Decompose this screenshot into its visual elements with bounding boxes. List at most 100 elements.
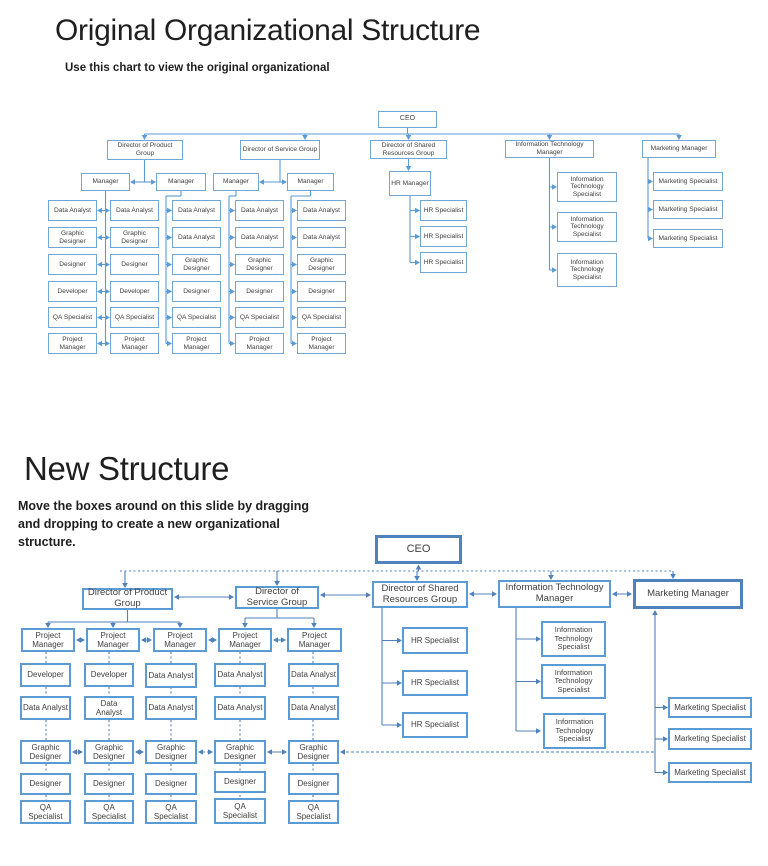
- new-director-box-director-of-service-group[interactable]: Director of Service Group: [235, 586, 319, 609]
- orig-hr-specialist-box-1: HR Specialist: [420, 200, 467, 221]
- new-box-project-manager-c4[interactable]: Project Manager: [218, 628, 272, 652]
- orig-box-project-manager-c3: Project Manager: [172, 333, 221, 354]
- orig-box-qa-specialist-c4: QA Specialist: [235, 307, 284, 328]
- new-box-designer-c1[interactable]: Designer: [20, 773, 71, 795]
- new-box-project-manager-c5[interactable]: Project Manager: [287, 628, 342, 652]
- new-box-data-analyst-c5[interactable]: Data Analyst: [288, 696, 339, 720]
- new-box-graphic-designer-c2[interactable]: Graphic Designer: [84, 740, 134, 764]
- new-ceo-box[interactable]: CEO: [375, 535, 462, 564]
- new-box-designer-c2[interactable]: Designer: [84, 773, 134, 795]
- new-marketing-specialist-box-2[interactable]: Marketing Specialist: [668, 728, 752, 750]
- orig-director-box-director-of-shared-resources-group: Director of Shared Resources Group: [370, 140, 447, 159]
- new-hr-specialist-box-3[interactable]: HR Specialist: [402, 712, 468, 738]
- orig-box-designer-c5: Designer: [297, 281, 346, 302]
- new-marketing-specialist-box-1[interactable]: Marketing Specialist: [668, 697, 752, 718]
- new-it-specialist-box-1[interactable]: Information Technology Specialist: [541, 621, 606, 657]
- orig-manager-box-1: Manager: [81, 173, 130, 191]
- orig-director-box-information-technology-manager: Information Technology Manager: [505, 140, 594, 158]
- orig-box-designer-c3: Designer: [172, 281, 221, 302]
- new-box-developer-c2[interactable]: Developer: [84, 663, 134, 687]
- new-box-qa-specialist-c1[interactable]: QA Specialist: [20, 800, 71, 824]
- orig-box-developer-c1: Developer: [48, 281, 97, 302]
- orig-box-graphic-designer-c1: Graphic Designer: [48, 227, 97, 248]
- orig-box-project-manager-c5: Project Manager: [297, 333, 346, 354]
- new-director-box-director-of-product-group[interactable]: Director of Product Group: [82, 587, 173, 610]
- orig-marketing-specialist-box-1: Marketing Specialist: [653, 172, 723, 191]
- orig-it-specialist-box-1: Information Technology Specialist: [557, 172, 617, 202]
- orig-it-specialist-box-3: Information Technology Specialist: [557, 253, 617, 287]
- new-box-data-analyst-c3[interactable]: Data Analyst: [145, 696, 197, 720]
- new-title: New Structure: [24, 450, 230, 487]
- orig-box-project-manager-c2: Project Manager: [110, 333, 159, 354]
- original-title: Original Organizational Structure: [55, 14, 481, 47]
- new-box-data-analyst-c4[interactable]: Data Analyst: [214, 696, 266, 720]
- orig-box-designer-c2: Designer: [110, 254, 159, 275]
- new-box-data-analyst-c4[interactable]: Data Analyst: [214, 663, 266, 687]
- new-box-data-analyst-c3[interactable]: Data Analyst: [145, 663, 197, 688]
- orig-box-graphic-designer-c3: Graphic Designer: [172, 254, 221, 275]
- new-hr-specialist-box-1[interactable]: HR Specialist: [402, 627, 468, 654]
- orig-box-data-analyst-c5: Data Analyst: [297, 227, 346, 248]
- orig-manager-box-3: Manager: [213, 173, 259, 191]
- new-box-data-analyst-c2[interactable]: Data Analyst: [84, 696, 134, 720]
- new-box-graphic-designer-c3[interactable]: Graphic Designer: [145, 740, 197, 764]
- orig-box-data-analyst-c1: Data Analyst: [48, 200, 97, 221]
- orig-box-developer-c2: Developer: [110, 281, 159, 302]
- new-box-developer-c1[interactable]: Developer: [20, 663, 71, 687]
- orig-box-data-analyst-c5: Data Analyst: [297, 200, 346, 221]
- orig-box-data-analyst-c3: Data Analyst: [172, 227, 221, 248]
- new-box-qa-specialist-c2[interactable]: QA Specialist: [84, 800, 134, 824]
- new-box-designer-c5[interactable]: Designer: [288, 773, 339, 795]
- new-it-specialist-box-2[interactable]: Information Technology Specialist: [541, 664, 606, 699]
- new-box-qa-specialist-c3[interactable]: QA Specialist: [145, 800, 197, 824]
- orig-hr-manager-box: HR Manager: [389, 171, 431, 196]
- new-marketing-specialist-box-3[interactable]: Marketing Specialist: [668, 762, 752, 783]
- new-director-box-information-technology-manager[interactable]: Information Technology Manager: [498, 580, 611, 608]
- orig-director-box-marketing-manager: Marketing Manager: [642, 140, 716, 158]
- new-box-designer-c4[interactable]: Designer: [214, 771, 266, 793]
- new-instructions: Move the boxes around on this slide by d…: [18, 499, 310, 550]
- new-it-specialist-box-3[interactable]: Information Technology Specialist: [543, 713, 606, 749]
- orig-manager-box-4: Manager: [287, 173, 334, 191]
- orig-box-project-manager-c1: Project Manager: [48, 333, 97, 354]
- new-box-data-analyst-c1[interactable]: Data Analyst: [20, 696, 71, 720]
- new-box-data-analyst-c5[interactable]: Data Analyst: [288, 663, 339, 687]
- orig-hr-specialist-box-3: HR Specialist: [420, 252, 467, 273]
- orig-box-qa-specialist-c2: QA Specialist: [110, 307, 159, 328]
- orig-box-data-analyst-c4: Data Analyst: [235, 227, 284, 248]
- new-box-qa-specialist-c5[interactable]: QA Specialist: [288, 800, 339, 824]
- new-box-project-manager-c2[interactable]: Project Manager: [86, 628, 140, 652]
- new-hr-specialist-box-2[interactable]: HR Specialist: [402, 670, 468, 696]
- orig-it-specialist-box-2: Information Technology Specialist: [557, 212, 617, 242]
- orig-box-graphic-designer-c4: Graphic Designer: [235, 254, 284, 275]
- new-box-project-manager-c3[interactable]: Project Manager: [153, 628, 207, 652]
- new-box-qa-specialist-c4[interactable]: QA Specialist: [214, 798, 266, 824]
- new-box-graphic-designer-c5[interactable]: Graphic Designer: [288, 740, 339, 764]
- new-box-graphic-designer-c4[interactable]: Graphic Designer: [214, 740, 266, 764]
- orig-box-designer-c1: Designer: [48, 254, 97, 275]
- orig-box-project-manager-c4: Project Manager: [235, 333, 284, 354]
- orig-box-data-analyst-c3: Data Analyst: [172, 200, 221, 221]
- orig-marketing-specialist-box-3: Marketing Specialist: [653, 229, 723, 248]
- orig-hr-specialist-box-2: HR Specialist: [420, 226, 467, 247]
- orig-box-graphic-designer-c2: Graphic Designer: [110, 227, 159, 248]
- new-box-graphic-designer-c1[interactable]: Graphic Designer: [20, 740, 71, 764]
- original-subtitle: Use this chart to view the original orga…: [65, 62, 330, 74]
- orig-marketing-specialist-box-2: Marketing Specialist: [653, 200, 723, 219]
- orig-box-qa-specialist-c3: QA Specialist: [172, 307, 221, 328]
- orig-box-qa-specialist-c1: QA Specialist: [48, 307, 97, 328]
- orig-director-box-director-of-product-group: Director of Product Group: [107, 140, 183, 160]
- orig-director-box-director-of-service-group: Director of Service Group: [240, 140, 320, 160]
- new-director-box-marketing-manager[interactable]: Marketing Manager: [633, 579, 743, 609]
- orig-box-graphic-designer-c5: Graphic Designer: [297, 254, 346, 275]
- orig-box-data-analyst-c4: Data Analyst: [235, 200, 284, 221]
- orig-manager-box-2: Manager: [156, 173, 206, 191]
- new-box-designer-c3[interactable]: Designer: [145, 773, 197, 795]
- new-box-project-manager-c1[interactable]: Project Manager: [21, 628, 75, 652]
- orig-box-qa-specialist-c5: QA Specialist: [297, 307, 346, 328]
- orig-box-designer-c4: Designer: [235, 281, 284, 302]
- new-director-box-director-of-shared-resources-group[interactable]: Director of Shared Resources Group: [372, 581, 468, 608]
- orig-box-data-analyst-c2: Data Analyst: [110, 200, 159, 221]
